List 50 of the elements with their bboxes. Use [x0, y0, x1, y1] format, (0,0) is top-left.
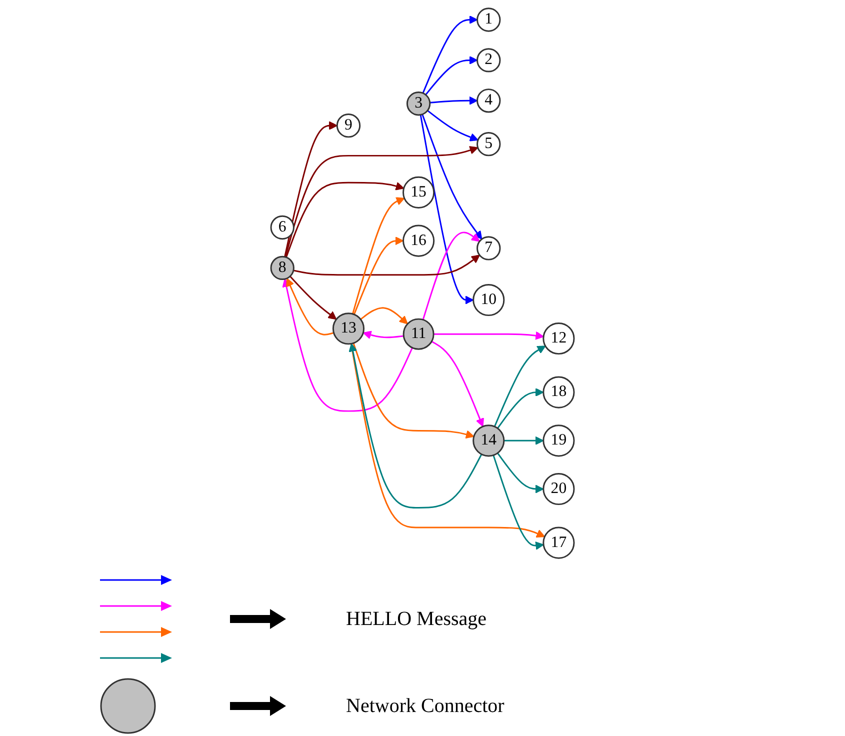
- arrow: [360, 307, 408, 324]
- node-circle: 11: [402, 318, 434, 350]
- node-circle: 13: [332, 312, 365, 345]
- arrow: [431, 340, 484, 427]
- node-circle: 10: [472, 284, 505, 316]
- node-circle: 15: [402, 176, 435, 208]
- node-circle: 4: [476, 88, 501, 113]
- arrow: [492, 454, 544, 550]
- arrow: [497, 388, 544, 429]
- arrow: [352, 197, 405, 314]
- node-circle: 6: [270, 215, 294, 240]
- arrow: [286, 182, 404, 258]
- arrow: [350, 344, 546, 538]
- arrow: [504, 436, 544, 445]
- arrow: [290, 276, 337, 320]
- arrow: [420, 114, 474, 304]
- arrow: [422, 15, 478, 94]
- node-circle: 19: [542, 424, 575, 457]
- node-circle: 17: [542, 526, 575, 559]
- arrow: [427, 110, 478, 142]
- arrow: [422, 114, 482, 240]
- node-circle: 2: [476, 48, 501, 72]
- arrow: [284, 146, 478, 258]
- arrow: [348, 343, 482, 508]
- arrow: [284, 121, 338, 258]
- arrow: [434, 331, 544, 340]
- node-circle: 9: [336, 114, 361, 138]
- node-circle: 1: [476, 8, 501, 32]
- arrow: [422, 232, 480, 320]
- node-circle: 7: [476, 236, 501, 260]
- arrow: [353, 236, 404, 315]
- node-circle: 5: [476, 132, 501, 156]
- node-circle: 3: [406, 92, 431, 116]
- node-circle: 12: [542, 322, 575, 355]
- legend-text: HELLO Message: [346, 608, 487, 630]
- arrow: [352, 342, 474, 439]
- arrow: [293, 254, 480, 276]
- arrow: [430, 96, 478, 105]
- node-circle: 20: [542, 472, 575, 506]
- node-circle: 14: [472, 424, 505, 457]
- node-circle: 18: [542, 376, 575, 408]
- arrow: [362, 330, 404, 340]
- node-circle: 8: [270, 256, 294, 280]
- arrow: [286, 278, 334, 336]
- arrow: [497, 452, 544, 494]
- legend-text: Network Connector: [346, 694, 504, 718]
- arrow: [494, 346, 546, 427]
- arrow: [282, 278, 413, 412]
- node-circle: 16: [402, 224, 435, 257]
- arrow: [425, 56, 478, 96]
